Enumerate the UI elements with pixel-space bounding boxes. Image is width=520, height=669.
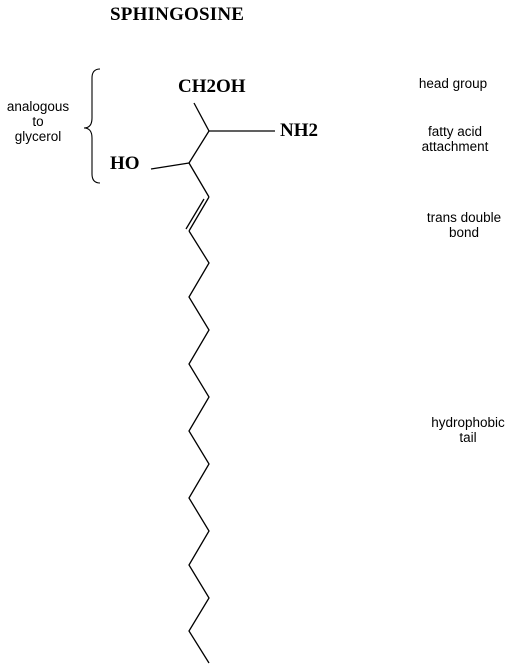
bond-c3-c4 [188,162,210,198]
note-line: hydrophobic [431,415,505,430]
bond-c2-c3 [188,130,210,164]
note-line: tail [459,430,477,445]
hydrophobic-tail-chain [188,230,210,664]
nh2-label: NH2 [280,120,318,141]
double-bond-line-1 [188,196,210,232]
glycerol-brace [83,68,101,184]
diagram-title: SPHINGOSINE [110,4,245,25]
note-line: head group [418,76,488,91]
double-bond-line-2 [185,198,205,230]
fatty-acid-attachment-note: fatty acid attachment [408,124,502,154]
trans-double-bond-note: trans double bond [418,210,510,240]
note-line: attachment [421,139,489,154]
hydrophobic-tail-note: hydrophobic tail [420,415,516,445]
note-line: analogous [6,99,70,114]
note-line: fatty acid [427,124,483,139]
analogous-to-glycerol-note: analogous to glycerol [0,99,76,144]
ho-label: HO [110,153,140,174]
bond-c1-c2 [193,102,210,132]
note-line: to [32,114,44,129]
note-line: bond [448,225,480,240]
bond-ho-c3 [150,162,190,170]
note-line: trans double [426,210,502,225]
head-group-note: head group [408,76,498,91]
ch2oh-label: CH2OH [178,76,246,97]
note-line: glycerol [14,129,62,144]
